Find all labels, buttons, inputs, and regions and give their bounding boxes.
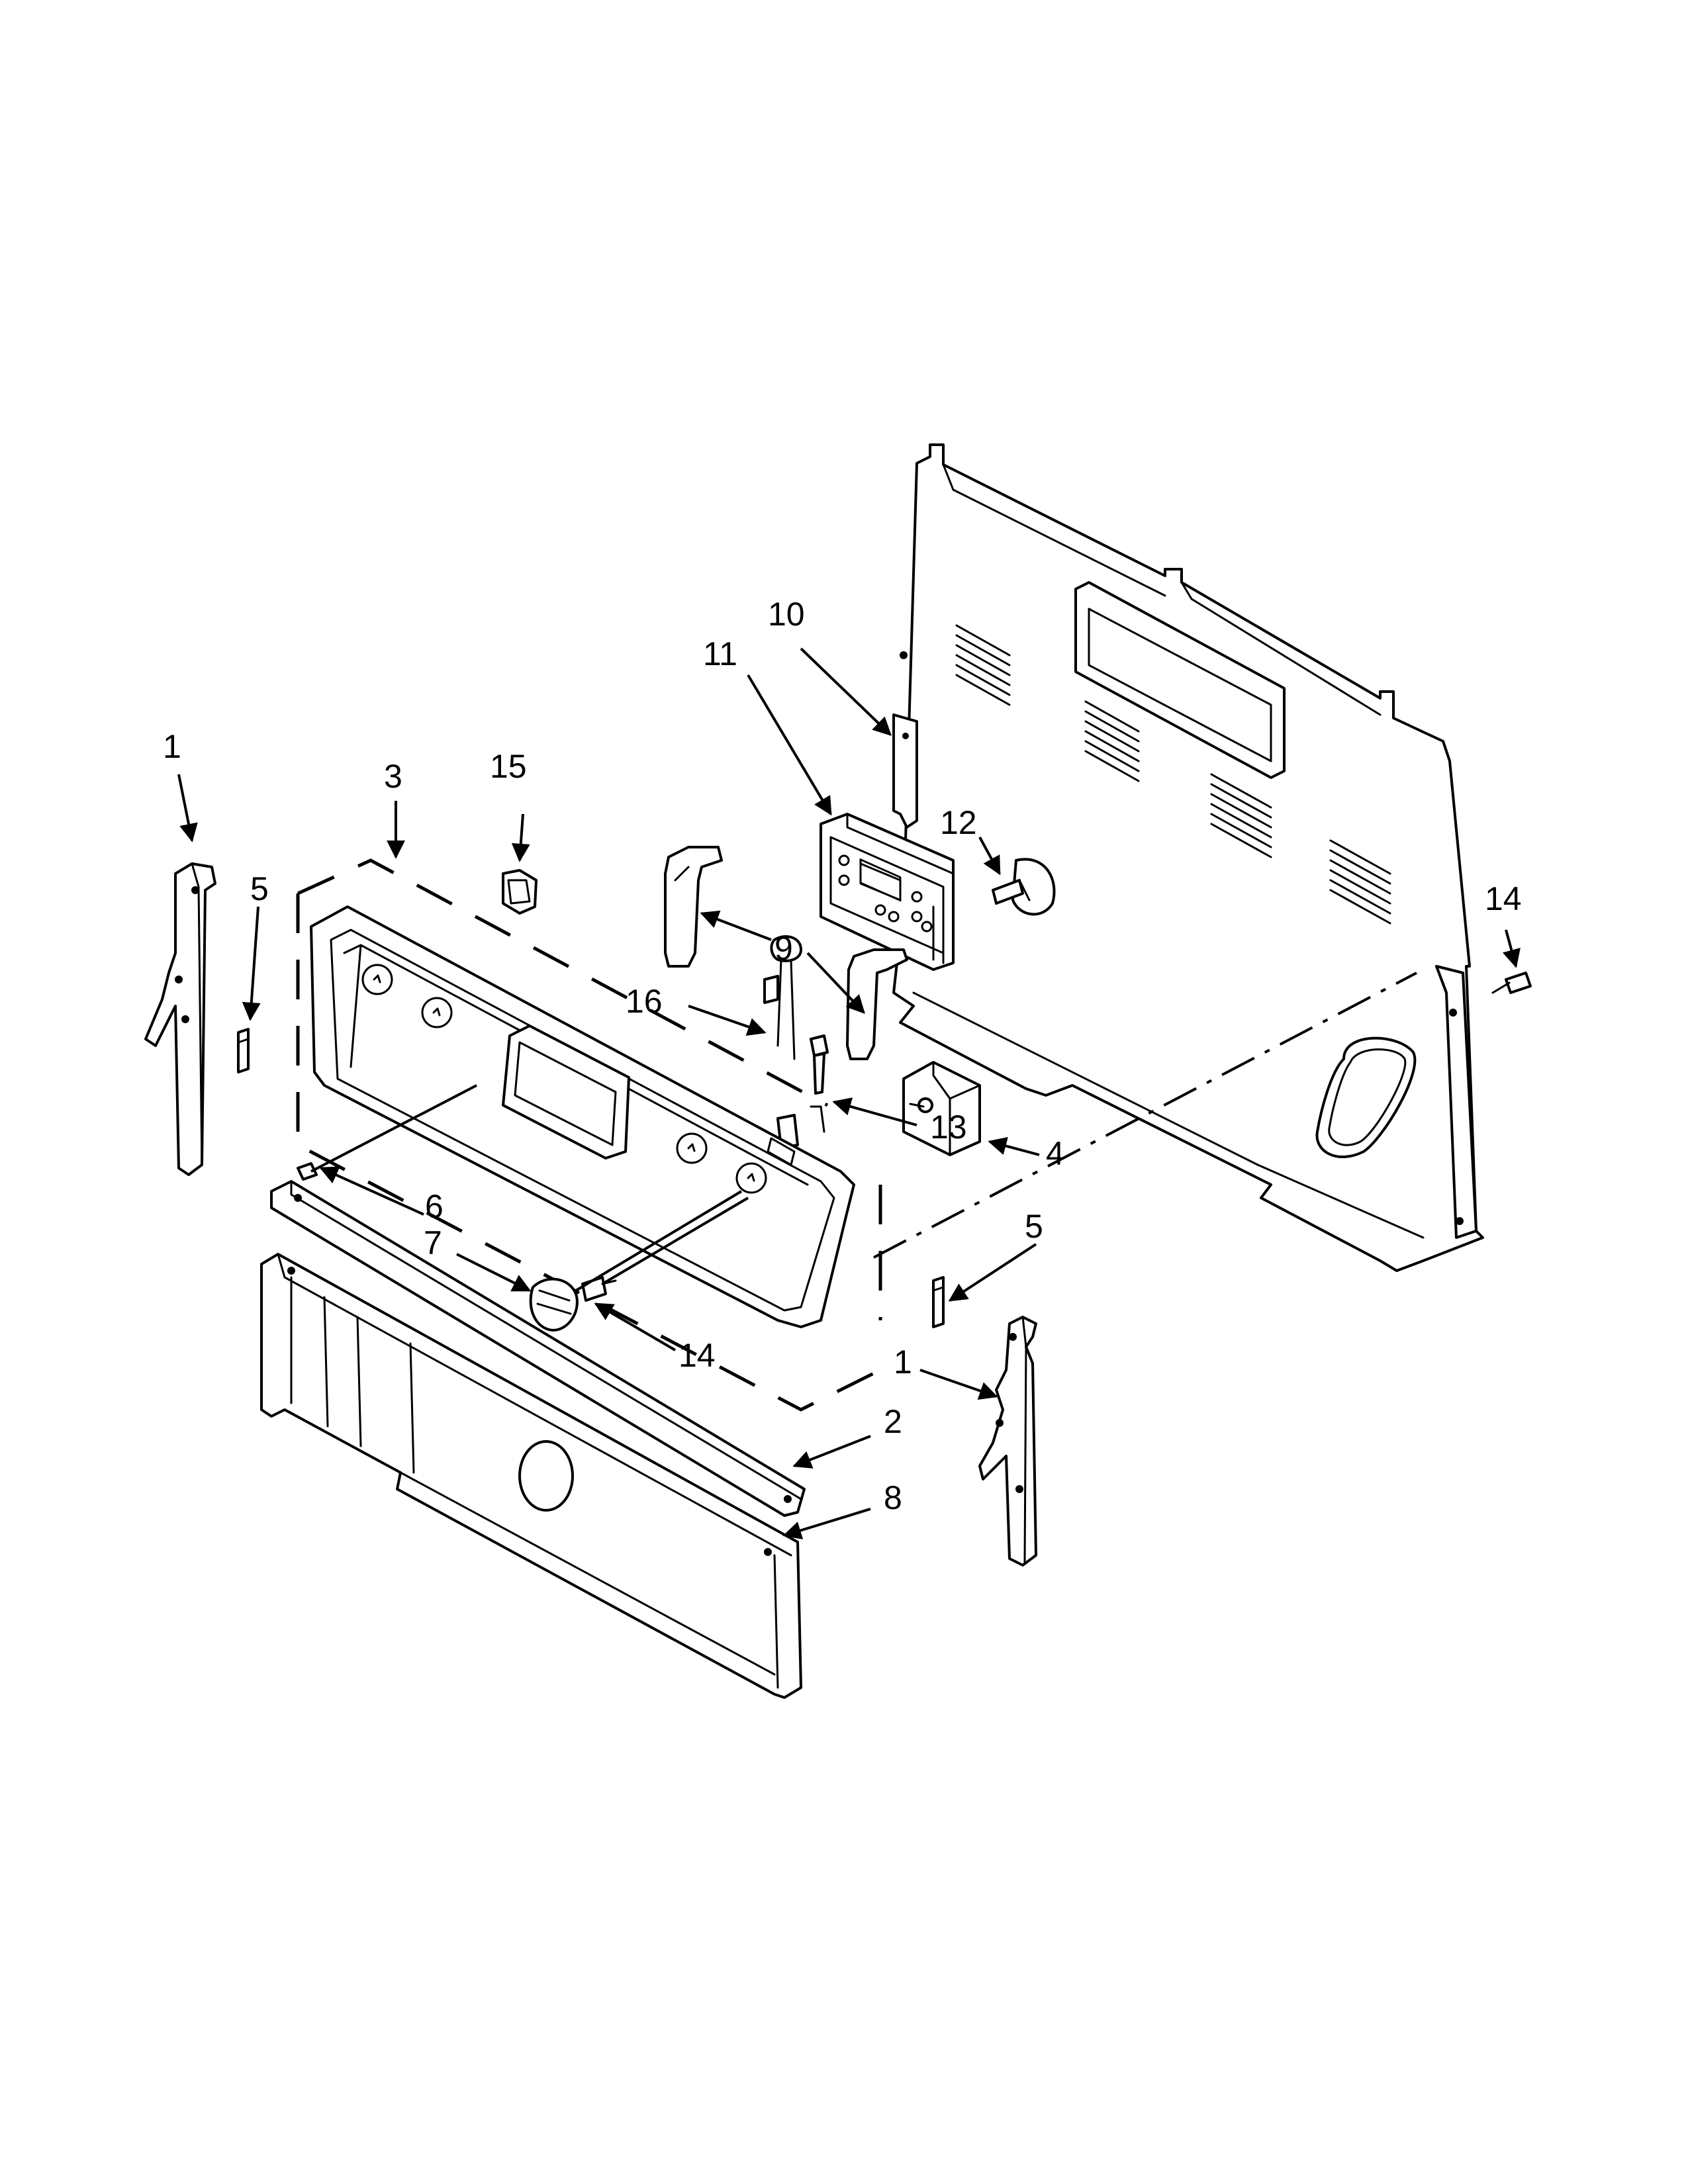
dashed-boundary-panel <box>296 858 875 1412</box>
part-7-knob <box>529 1277 579 1332</box>
part-14-screw-right <box>1491 972 1532 994</box>
rear-panel <box>886 443 1484 1272</box>
callout-2: 2 <box>884 1403 902 1440</box>
callout-1-left: 1 <box>163 728 181 765</box>
screw-alignment-line <box>601 1197 749 1285</box>
callout-13: 13 <box>930 1109 967 1146</box>
callout-14-front: 14 <box>679 1337 716 1374</box>
part-6-screw <box>297 1084 477 1181</box>
callout-16: 16 <box>626 983 663 1020</box>
part-11-control-board <box>820 813 955 971</box>
part-9-bracket-left <box>664 846 723 968</box>
callout-9: 9 <box>774 930 793 967</box>
callout-5-left: 5 <box>250 870 269 907</box>
part-13-plunger <box>810 1034 829 1133</box>
callout-8: 8 <box>884 1479 902 1516</box>
callout-12: 12 <box>940 804 977 841</box>
callout-7: 7 <box>424 1224 442 1261</box>
callout-14-right: 14 <box>1485 880 1522 917</box>
part-15-cap <box>502 869 538 915</box>
part-5-clip-left <box>237 1028 250 1073</box>
callout-15: 15 <box>490 748 527 785</box>
callout-10: 10 <box>768 596 805 633</box>
knob-alignment-line <box>575 1190 743 1292</box>
part-10-bracket <box>892 713 918 829</box>
part-4-switch <box>902 1061 981 1156</box>
part-16-sensor <box>763 935 802 1150</box>
alignment-line-rear <box>873 972 1417 1259</box>
part-14-screw-front <box>581 1276 617 1302</box>
part-8-manifold-panel <box>260 1253 802 1699</box>
part-3-control-panel <box>310 905 855 1328</box>
part-2-trim <box>270 1180 806 1517</box>
leader-arrows <box>177 647 1521 1539</box>
part-5-clip-right <box>932 1276 945 1328</box>
part-9-bracket-right <box>846 948 908 1060</box>
callout-4: 4 <box>1046 1135 1064 1172</box>
callout-6: 6 <box>425 1188 444 1225</box>
callout-labels: 1 1 2 3 4 5 5 6 7 8 9 10 11 12 13 14 14 … <box>163 596 1522 1516</box>
callout-3: 3 <box>384 758 402 795</box>
part-1-side-bracket-right <box>978 1316 1037 1567</box>
part-1-side-bracket-left <box>144 862 216 1176</box>
callout-1-right: 1 <box>894 1343 912 1381</box>
part-12-screw <box>992 858 1056 916</box>
callout-11: 11 <box>703 635 737 672</box>
callout-5-right: 5 <box>1025 1208 1043 1245</box>
